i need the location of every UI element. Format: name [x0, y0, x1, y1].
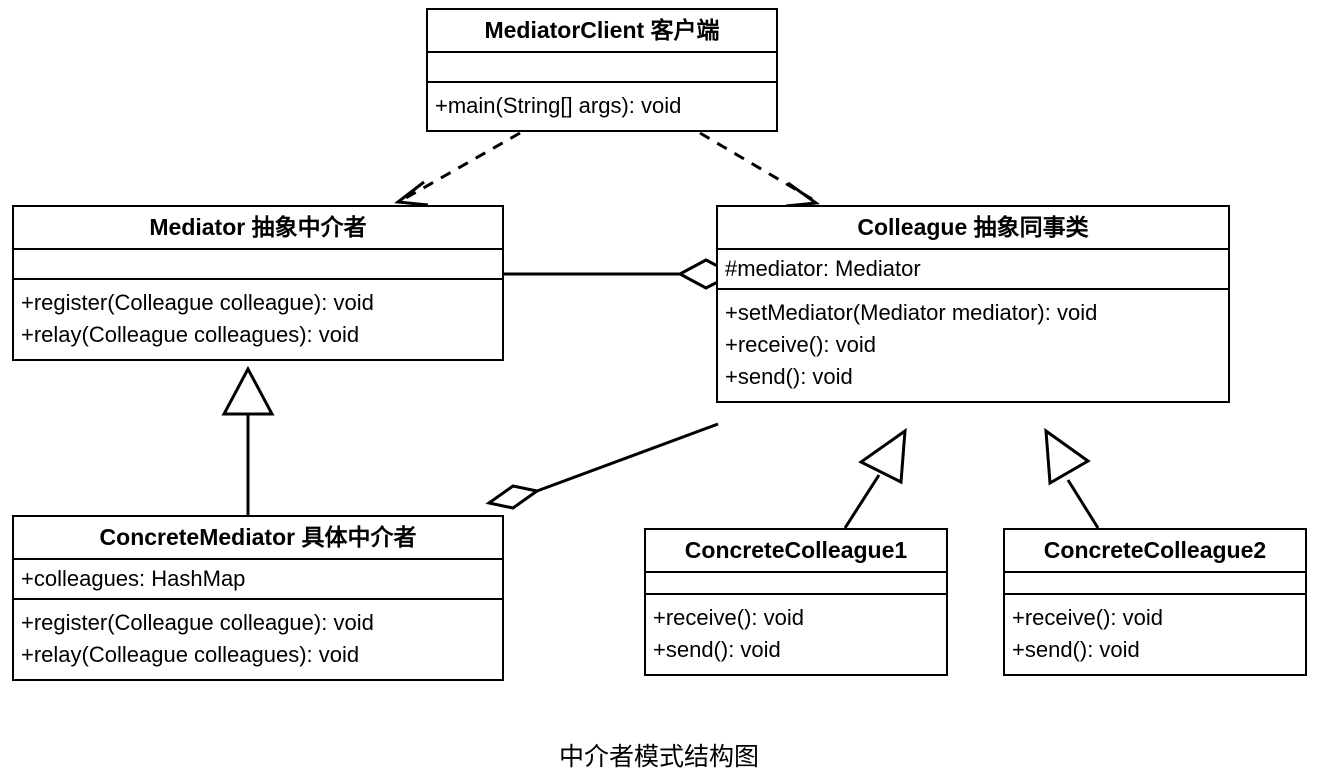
operation-item: +send(): void	[1012, 637, 1140, 663]
class-name-concrete-mediator: ConcreteMediator 具体中介者	[99, 524, 417, 550]
operation-item: +setMediator(Mediator mediator): void	[725, 300, 1098, 326]
operation-item: +relay(Colleague colleagues): void	[21, 322, 360, 348]
class-box-mediator-client[interactable]: MediatorClient 客户端 +main(String[] args):…	[426, 8, 778, 133]
diagram-caption: 中介者模式结构图	[558, 743, 759, 771]
operation-item: +relay(Colleague colleagues): void	[21, 642, 360, 668]
generalization-colleague2-to-colleague	[1044, 427, 1100, 529]
attributes-compartment-concrete-colleague2	[1005, 571, 1305, 593]
class-box-concrete-colleague1[interactable]: ConcreteColleague1 +receive(): void +sen…	[644, 528, 948, 677]
operations-compartment-concrete-mediator: +register(Colleague colleague): void +re…	[14, 598, 502, 679]
dependency-client-to-colleague	[699, 131, 821, 208]
class-name-concrete-colleague2: ConcreteColleague2	[1043, 537, 1267, 563]
class-box-concrete-mediator[interactable]: ConcreteMediator 具体中介者 +colleagues: Hash…	[12, 515, 504, 681]
attributes-compartment-mediator-client	[428, 51, 776, 81]
attributes-compartment-mediator	[14, 248, 502, 278]
operation-item: +receive(): void	[1012, 605, 1164, 631]
operation-item: +send(): void	[653, 637, 781, 663]
aggregation-concretemediator-to-colleague	[485, 422, 719, 510]
operations-compartment-mediator: +register(Colleague colleague): void +re…	[14, 278, 502, 359]
attribute-item: +colleagues: HashMap	[21, 566, 246, 592]
generalization-colleague1-to-colleague	[843, 427, 907, 529]
attributes-compartment-concrete-mediator: +colleagues: HashMap	[14, 558, 502, 598]
operations-compartment-concrete-colleague2: +receive(): void +send(): void	[1005, 593, 1305, 674]
class-box-colleague[interactable]: Colleague 抽象同事类 #mediator: Mediator +set…	[716, 205, 1230, 403]
operation-item: +send(): void	[725, 363, 853, 389]
operations-compartment-mediator-client: +main(String[] args): void	[428, 81, 776, 130]
class-box-concrete-colleague2[interactable]: ConcreteColleague2 +receive(): void +sen…	[1003, 528, 1307, 677]
class-name-concrete-colleague1: ConcreteColleague1	[684, 537, 908, 563]
attributes-compartment-colleague: #mediator: Mediator	[718, 248, 1228, 288]
class-name-mediator: Mediator 抽象中介者	[149, 214, 367, 240]
attributes-compartment-concrete-colleague1	[646, 571, 946, 593]
generalization-concretemediator-to-mediator	[221, 365, 275, 528]
operation-item: +register(Colleague colleague): void	[21, 610, 374, 636]
operations-compartment-concrete-colleague1: +receive(): void +send(): void	[646, 593, 946, 674]
class-name-colleague: Colleague 抽象同事类	[857, 214, 1089, 240]
attribute-item: #mediator: Mediator	[725, 256, 921, 282]
dependency-client-to-mediator	[394, 131, 521, 207]
operations-compartment-colleague: +setMediator(Mediator mediator): void +r…	[718, 288, 1228, 401]
operation-item: +receive(): void	[653, 605, 805, 631]
class-box-mediator[interactable]: Mediator 抽象中介者 +register(Colleague colle…	[12, 205, 504, 362]
operation-item: +receive(): void	[725, 332, 877, 358]
operation-item: +register(Colleague colleague): void	[21, 290, 374, 316]
operation-item: +main(String[] args): void	[435, 93, 682, 119]
aggregation-mediator-to-colleague	[504, 258, 737, 290]
class-name-mediator-client: MediatorClient 客户端	[484, 17, 720, 43]
